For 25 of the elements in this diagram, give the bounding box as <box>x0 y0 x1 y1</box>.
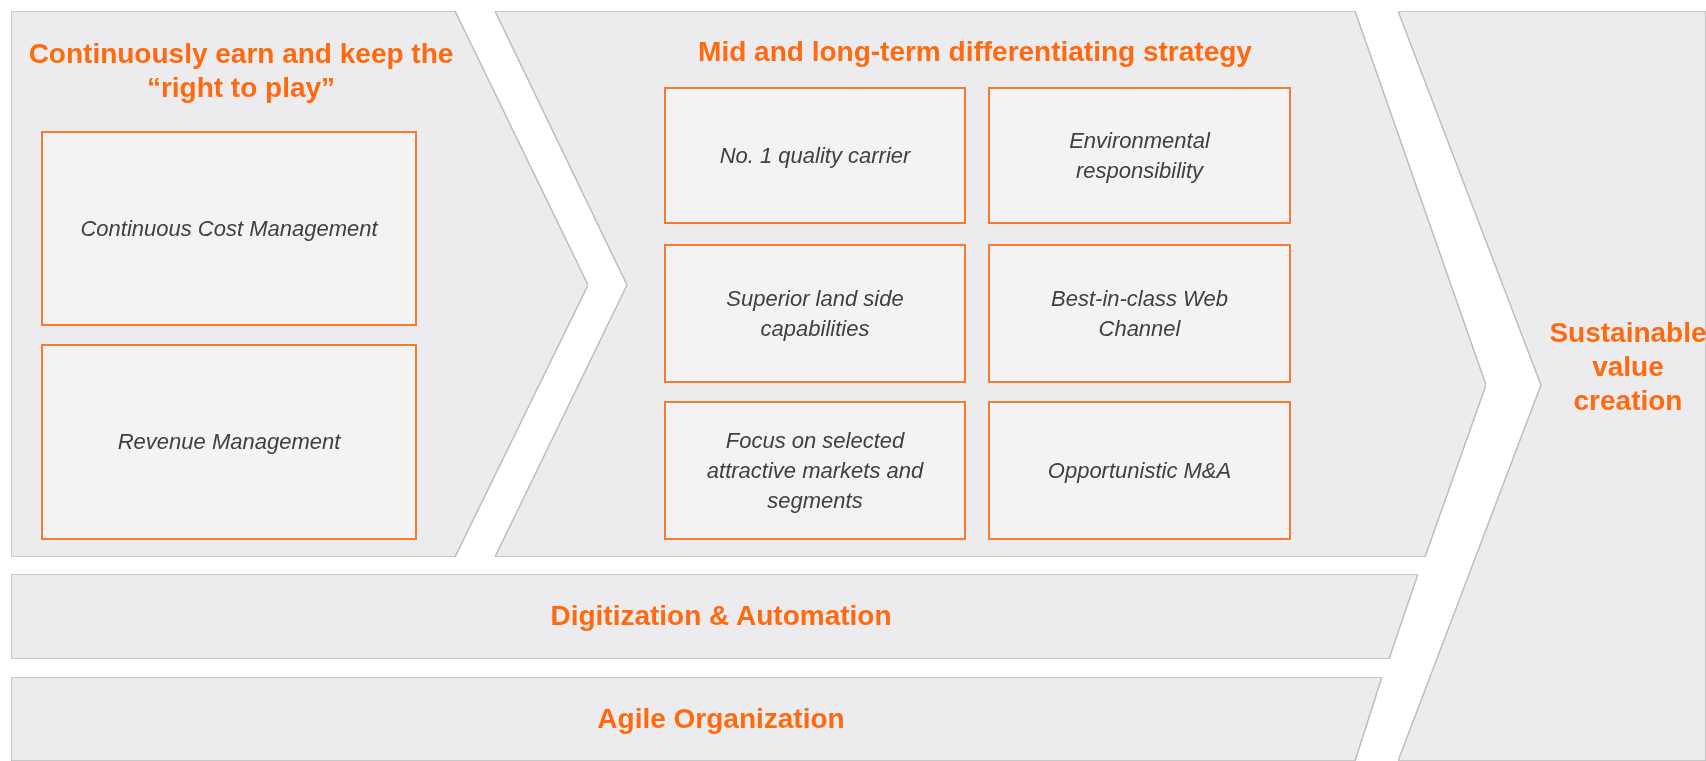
chevron-shape <box>1398 11 1706 761</box>
heading: Digitization & Automation <box>549 599 893 633</box>
strategy-box <box>41 344 417 540</box>
box-label: Best-in-class Web Channel <box>1050 284 1229 343</box>
heading: Sustainable value creation <box>1548 316 1706 418</box>
strategy-box <box>664 401 966 540</box>
heading: Mid and long-term differentiating strategy <box>697 35 1253 69</box>
box-label: Revenue Management <box>116 428 342 456</box>
strategy-box <box>988 244 1291 383</box>
heading: Agile Organization <box>596 702 846 736</box>
foundation-band <box>11 677 1382 761</box>
chevron-shape <box>11 11 588 557</box>
strategy-box <box>664 244 966 383</box>
heading: Continuously earn and keep the “right to play” <box>27 37 455 105</box>
foundation-band <box>11 574 1418 659</box>
box-label: Opportunistic M&A <box>1046 456 1233 485</box>
strategy-box <box>41 131 417 326</box>
box-label: Focus on selected attractive markets and segments <box>705 426 925 515</box>
box-label: Superior land side capabilities <box>725 284 905 343</box>
box-label: Continuous Cost Management <box>79 214 380 243</box>
box-label: No. 1 quality carrier <box>718 141 912 170</box>
strategy-box <box>664 87 966 224</box>
strategy-box <box>988 87 1291 224</box>
strategy-box <box>988 401 1291 540</box>
box-label: Environmental responsibility <box>1068 126 1212 185</box>
